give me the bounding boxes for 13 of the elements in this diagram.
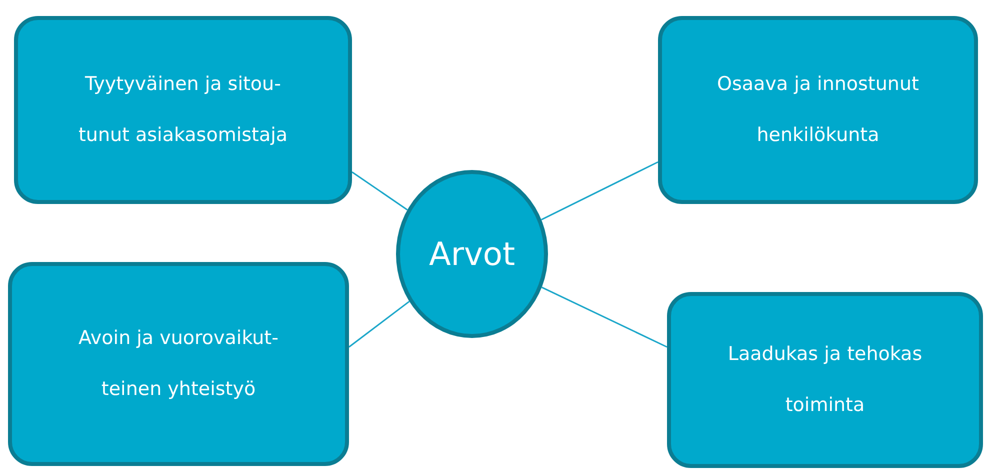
node-text: Tyytyväinen ja sitou-tunut asiakasomistaja <box>77 72 289 148</box>
value-box <box>667 292 983 468</box>
node-text: Avoin ja vuorovaikut-teinen yhteistyö <box>78 326 280 402</box>
connector-line <box>348 300 410 348</box>
connector-line <box>541 286 668 348</box>
node-text: Laadukas ja tehokas toiminta <box>726 342 924 418</box>
value-box <box>658 16 978 204</box>
value-box <box>14 16 352 204</box>
value-box <box>8 262 349 466</box>
node-text: Osaava ja innostunut henkilökunta <box>716 72 920 148</box>
connector-line <box>541 161 658 220</box>
connector-line <box>352 171 408 210</box>
node-text: Arvot <box>428 234 516 274</box>
